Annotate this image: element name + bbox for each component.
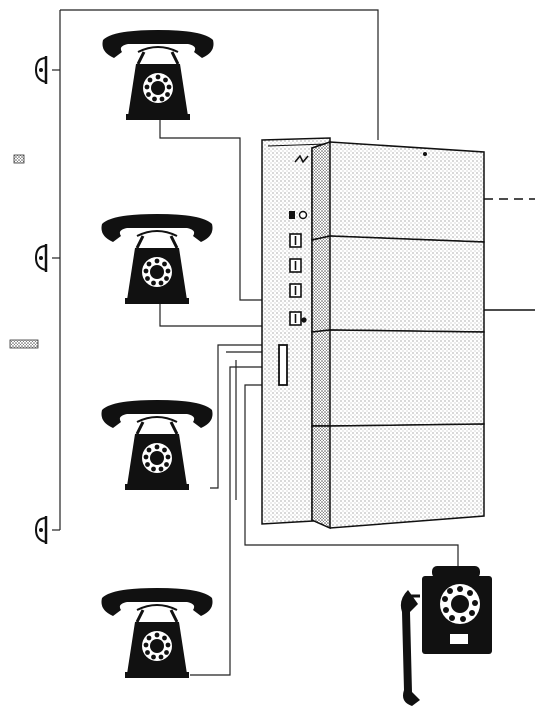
wall-telephone [400, 566, 492, 706]
desk-telephone-4 [99, 586, 215, 680]
wire-phone-2 [159, 302, 262, 327]
bell-icon [34, 242, 48, 274]
wall-telephone-icon [400, 566, 492, 706]
exchange-handle [278, 344, 288, 386]
wire-wall-phone [244, 384, 459, 568]
desk-telephone-icon [100, 28, 216, 122]
wire-phone-1 [159, 120, 262, 301]
desk-telephone-icon [99, 586, 215, 680]
bell-2 [34, 242, 48, 274]
desk-telephone-3 [99, 398, 215, 492]
exchange-cabinet-icon [261, 137, 485, 530]
bell-icon [34, 514, 48, 546]
bus-wire-top [60, 9, 379, 140]
edge-markers [9, 154, 39, 349]
bell-3 [34, 514, 48, 546]
exchange-lamp-icon [294, 154, 309, 164]
wire-phone-3 [210, 344, 262, 489]
desk-telephone-1 [100, 28, 216, 122]
wire-phone-4 [190, 366, 262, 676]
bell-icon [34, 54, 48, 86]
wiring [52, 9, 459, 676]
desk-telephone-icon [99, 212, 215, 306]
exchange-control-buttons [289, 233, 302, 326]
desk-telephone-2 [99, 212, 215, 306]
desk-telephone-icon [99, 398, 215, 492]
bell-1 [34, 54, 48, 86]
exchange-switch [289, 211, 295, 219]
